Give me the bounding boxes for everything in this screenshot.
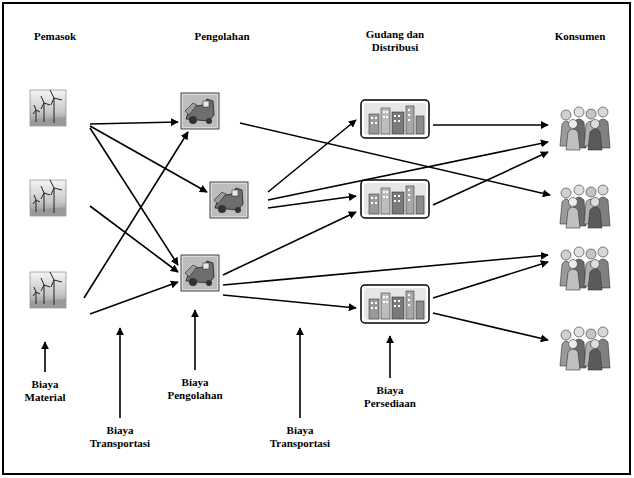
cost-arrows (45, 310, 390, 418)
cost-label: Biaya Persediaan (355, 384, 425, 410)
processing-icons (181, 93, 248, 291)
column-heading: Konsumen (535, 30, 625, 43)
consumer-icons (560, 107, 610, 370)
cost-label: Biaya Transportasi (262, 424, 338, 450)
column-heading: Pengolahan (177, 30, 267, 43)
flow-arrows (84, 120, 550, 340)
column-heading: Pemasok (10, 30, 100, 43)
cost-label: Biaya Pengolahan (160, 376, 230, 402)
supplier-icons (30, 90, 66, 308)
cost-label: Biaya Transportasi (82, 424, 158, 450)
column-heading: Gudang dan Distribusi (355, 28, 435, 54)
frame (3, 3, 630, 474)
warehouse-icons (361, 100, 429, 323)
cost-label: Biaya Material (15, 378, 75, 404)
